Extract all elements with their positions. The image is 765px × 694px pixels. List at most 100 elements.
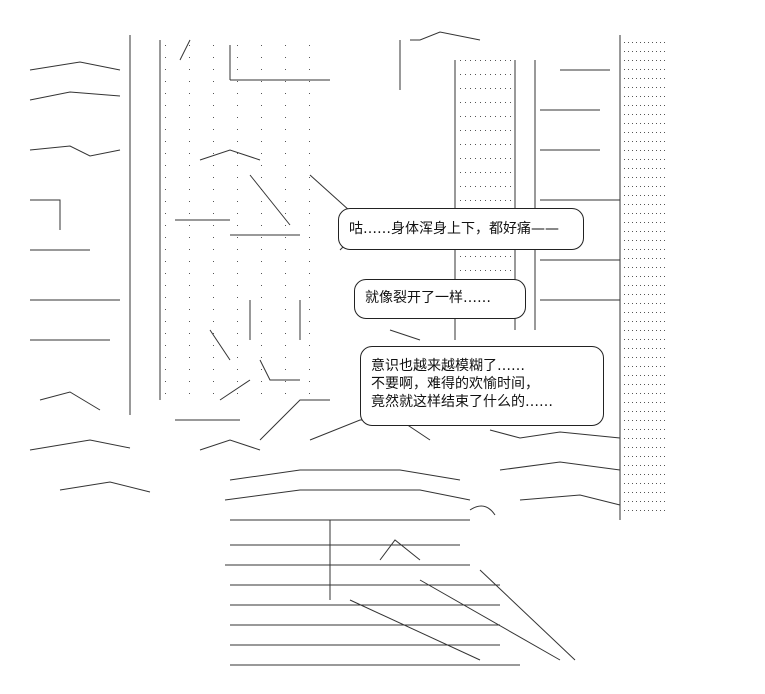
texture-dot (652, 204, 653, 205)
texture-dot (165, 189, 166, 190)
texture-dot (261, 249, 262, 250)
texture-dot (510, 74, 511, 75)
texture-dot (189, 93, 190, 94)
texture-dot (656, 213, 657, 214)
texture-dot (636, 339, 637, 340)
texture-dot (480, 172, 481, 173)
texture-dot (505, 172, 506, 173)
texture-dot (628, 510, 629, 511)
texture-dot (640, 411, 641, 412)
texture-dot (652, 348, 653, 349)
texture-dot (648, 69, 649, 70)
texture-dot (652, 231, 653, 232)
texture-dot (485, 270, 486, 271)
texture-dot (636, 321, 637, 322)
texture-dot (632, 276, 633, 277)
texture-dot (624, 267, 625, 268)
texture-dot (652, 474, 653, 475)
texture-dot (624, 402, 625, 403)
texture-dot (628, 222, 629, 223)
texture-dot (664, 411, 665, 412)
texture-dot (632, 240, 633, 241)
texture-dot (644, 483, 645, 484)
texture-dot (628, 402, 629, 403)
texture-dot (636, 159, 637, 160)
texture-dot (624, 69, 625, 70)
texture-dot (285, 141, 286, 142)
texture-dot (165, 177, 166, 178)
texture-dot (460, 130, 461, 131)
texture-dot (189, 201, 190, 202)
texture-dot (656, 510, 657, 511)
texture-dot (189, 345, 190, 346)
texture-dot (652, 339, 653, 340)
texture-dot (656, 78, 657, 79)
bubble-3-line-1: 意识也越来越模糊了…… (371, 358, 525, 374)
texture-dot (660, 267, 661, 268)
texture-dot (460, 88, 461, 89)
texture-dot (285, 189, 286, 190)
texture-dot (624, 474, 625, 475)
texture-dot (652, 177, 653, 178)
texture-dot (664, 78, 665, 79)
texture-dot (460, 270, 461, 271)
texture-dot (636, 132, 637, 133)
texture-dot (500, 186, 501, 187)
texture-dot (628, 249, 629, 250)
texture-dot (652, 51, 653, 52)
texture-dot (624, 258, 625, 259)
texture-dot (640, 168, 641, 169)
texture-dot (165, 93, 166, 94)
texture-dot (309, 57, 310, 58)
texture-dot (485, 172, 486, 173)
texture-dot (648, 222, 649, 223)
texture-dot (644, 150, 645, 151)
texture-dot (648, 285, 649, 286)
texture-dot (624, 438, 625, 439)
texture-dot (660, 447, 661, 448)
texture-dot (640, 51, 641, 52)
texture-dot (632, 60, 633, 61)
texture-dot (664, 204, 665, 205)
texture-dot (652, 276, 653, 277)
texture-dot (644, 222, 645, 223)
texture-dot (648, 474, 649, 475)
texture-dot (285, 297, 286, 298)
texture-dot (632, 348, 633, 349)
texture-dot (640, 186, 641, 187)
texture-dot (664, 150, 665, 151)
bubble-2-line-1: 就像裂开了一样…… (365, 290, 491, 306)
texture-dot (640, 150, 641, 151)
texture-dot (213, 393, 214, 394)
texture-dot (640, 357, 641, 358)
texture-dot (640, 222, 641, 223)
texture-dot (632, 87, 633, 88)
texture-dot (648, 87, 649, 88)
texture-dot (636, 114, 637, 115)
texture-dot (660, 384, 661, 385)
texture-dot (490, 172, 491, 173)
texture-dot (648, 339, 649, 340)
texture-dot (165, 297, 166, 298)
texture-dot (505, 200, 506, 201)
texture-dot (656, 132, 657, 133)
texture-dot (640, 501, 641, 502)
texture-dot (660, 438, 661, 439)
texture-dot (652, 402, 653, 403)
texture-dot (648, 510, 649, 511)
texture-dot (640, 492, 641, 493)
texture-dot (640, 42, 641, 43)
texture-dot (261, 297, 262, 298)
texture-dot (285, 321, 286, 322)
texture-dot (632, 375, 633, 376)
texture-dot (624, 375, 625, 376)
texture-dot (632, 411, 633, 412)
texture-dot (624, 186, 625, 187)
texture-dot (656, 240, 657, 241)
texture-dot (644, 240, 645, 241)
texture-dot (500, 200, 501, 201)
texture-dot (285, 69, 286, 70)
texture-dot (485, 116, 486, 117)
texture-dot (664, 87, 665, 88)
texture-dot (309, 285, 310, 286)
